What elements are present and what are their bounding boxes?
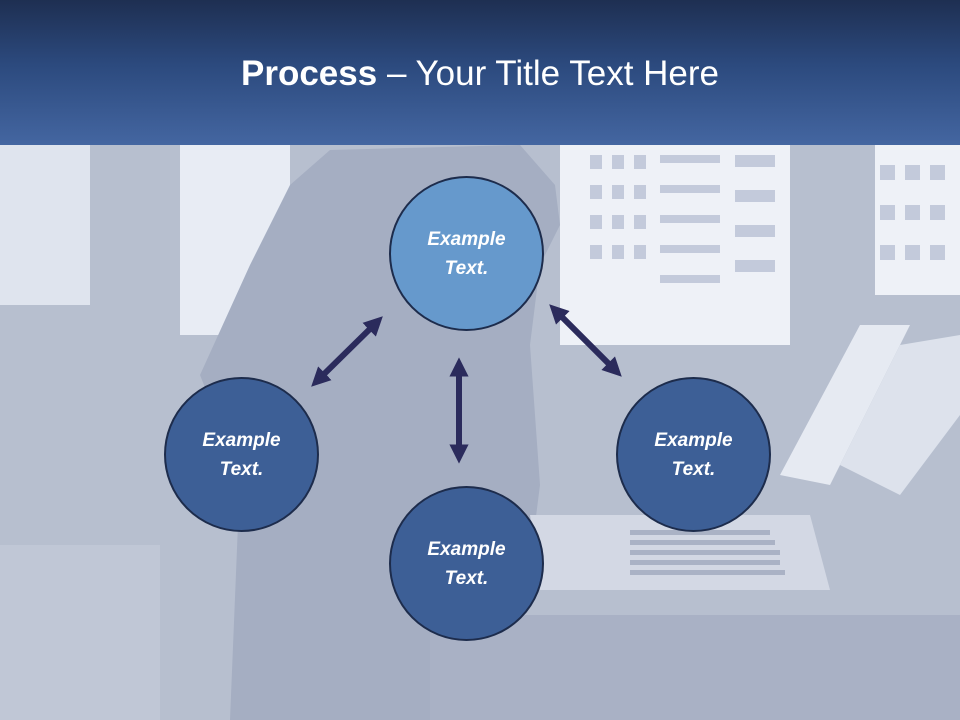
slide-title: Process – Your Title Text Here [0, 52, 960, 96]
node-bottom-line2: Text. [444, 567, 489, 589]
node-top-line1: Example [427, 228, 506, 250]
node-bottom-line1: Example [427, 538, 506, 560]
title-banner [0, 0, 960, 145]
background-office-photo [0, 145, 960, 720]
node-top-line2: Text. [444, 257, 489, 279]
node-left-line2: Text. [219, 458, 264, 480]
node-left-line1: Example [202, 429, 281, 451]
title-bold-part: Process [241, 54, 378, 93]
node-right-line1: Example [654, 429, 733, 451]
node-right-line2: Text. [671, 458, 716, 480]
title-regular-part: – Your Title Text Here [377, 54, 719, 93]
